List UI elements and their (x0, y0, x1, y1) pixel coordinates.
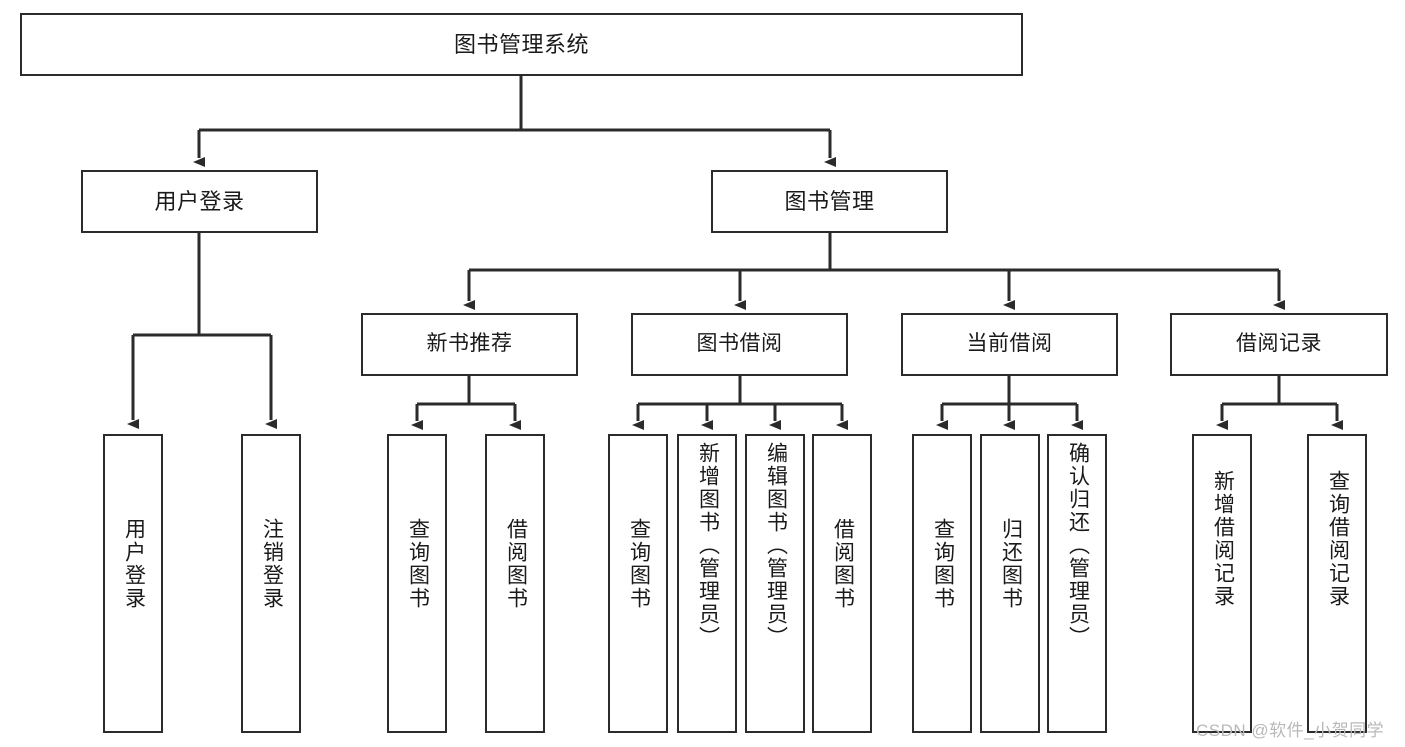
node-root[interactable]: 图书管理系统 (20, 13, 1023, 76)
node-book-manage-label: 图书管理 (784, 188, 875, 214)
node-leaf-edit-book[interactable]: 编辑图书（管理员） (745, 434, 805, 733)
node-leaf-user-login-label: 用户登录 (122, 518, 146, 610)
node-current-borrow-label: 当前借阅 (966, 332, 1053, 356)
node-root-label: 图书管理系统 (453, 31, 589, 57)
node-leaf-borrow-book-2-label: 借阅图书 (831, 518, 855, 610)
node-book-manage[interactable]: 图书管理 (711, 170, 948, 233)
node-leaf-return-book-label: 归还图书 (999, 518, 1023, 610)
node-leaf-return-book[interactable]: 归还图书 (980, 434, 1040, 733)
node-leaf-user-logout-label: 注销登录 (260, 518, 284, 610)
node-book-borrow-label: 图书借阅 (696, 332, 783, 356)
node-leaf-user-login[interactable]: 用户登录 (103, 434, 163, 733)
node-leaf-add-record-label: 新增借阅记录 (1211, 470, 1235, 608)
node-leaf-query-book-3-label: 查询图书 (931, 518, 955, 610)
node-leaf-user-logout[interactable]: 注销登录 (241, 434, 301, 733)
node-new-book-recommend-label: 新书推荐 (426, 332, 513, 356)
node-leaf-add-book[interactable]: 新增图书（管理员） (677, 434, 737, 733)
node-leaf-add-book-label: 新增图书（管理员） (696, 442, 720, 649)
node-leaf-confirm-return[interactable]: 确认归还（管理员） (1047, 434, 1107, 733)
node-leaf-borrow-book-1[interactable]: 借阅图书 (485, 434, 545, 733)
node-current-borrow[interactable]: 当前借阅 (901, 313, 1118, 376)
node-leaf-query-record-label: 查询借阅记录 (1326, 470, 1350, 608)
node-leaf-edit-book-label: 编辑图书（管理员） (764, 442, 788, 649)
node-book-borrow[interactable]: 图书借阅 (631, 313, 848, 376)
node-leaf-add-record[interactable]: 新增借阅记录 (1192, 434, 1252, 733)
node-leaf-borrow-book-2[interactable]: 借阅图书 (812, 434, 872, 733)
node-user-login[interactable]: 用户登录 (81, 170, 318, 233)
node-borrow-record[interactable]: 借阅记录 (1170, 313, 1388, 376)
node-leaf-borrow-book-1-label: 借阅图书 (504, 518, 528, 610)
node-leaf-query-book-1[interactable]: 查询图书 (387, 434, 447, 733)
node-leaf-confirm-return-label: 确认归还（管理员） (1066, 442, 1090, 649)
node-leaf-query-book-3[interactable]: 查询图书 (912, 434, 972, 733)
csdn-watermark: CSDN @软件_小贺同学 (1196, 721, 1385, 740)
node-leaf-query-book-1-label: 查询图书 (406, 518, 430, 610)
node-new-book-recommend[interactable]: 新书推荐 (361, 313, 578, 376)
node-user-login-label: 用户登录 (154, 188, 245, 214)
node-leaf-query-record[interactable]: 查询借阅记录 (1307, 434, 1367, 733)
node-leaf-query-book-2-label: 查询图书 (627, 518, 651, 610)
node-leaf-query-book-2[interactable]: 查询图书 (608, 434, 668, 733)
node-borrow-record-label: 借阅记录 (1236, 332, 1322, 356)
